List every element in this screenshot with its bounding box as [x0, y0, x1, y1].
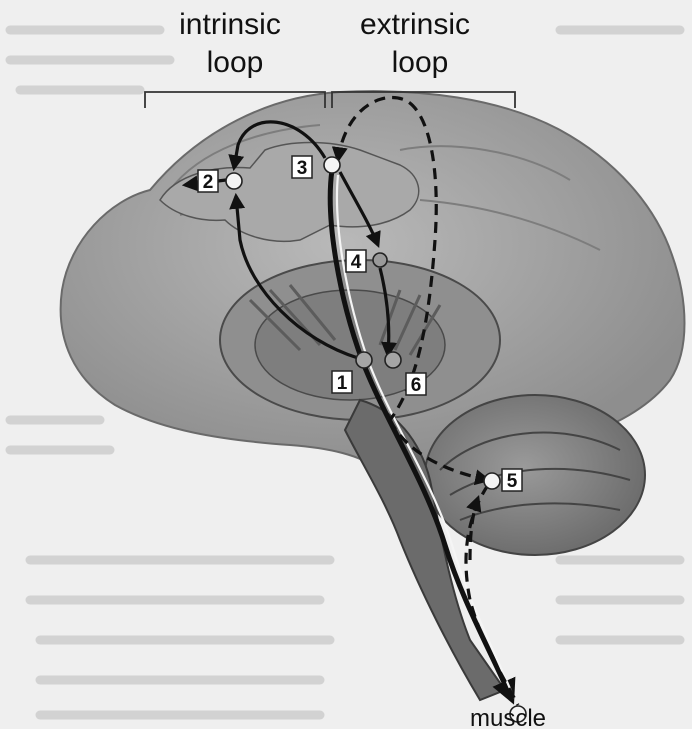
label-box-1: 1: [332, 371, 352, 394]
label-box-2: 2: [198, 170, 218, 193]
svg-text:6: 6: [411, 375, 422, 396]
node-6-circle: [385, 352, 401, 368]
svg-text:4: 4: [351, 252, 362, 273]
muscle-label: muscle: [470, 705, 546, 729]
label-box-3: 3: [292, 156, 312, 179]
label-box-4: 4: [346, 250, 366, 273]
intrinsic-label-line1: intrinsic: [179, 8, 281, 41]
node-2-circle: [226, 173, 242, 189]
node-1-circle: [356, 352, 372, 368]
node-3-circle: [324, 157, 340, 173]
label-box-5: 5: [502, 469, 522, 492]
extrinsic-label-line2: loop: [392, 46, 449, 79]
svg-text:1: 1: [337, 373, 348, 394]
intrinsic-label-line2: loop: [207, 46, 264, 79]
svg-text:3: 3: [297, 158, 308, 179]
label-box-6: 6: [406, 373, 426, 396]
svg-text:2: 2: [203, 172, 214, 193]
node-5-circle: [484, 473, 500, 489]
svg-text:5: 5: [507, 471, 518, 492]
node-4-circle: [373, 253, 387, 267]
extrinsic-label-line1: extrinsic: [360, 8, 470, 41]
